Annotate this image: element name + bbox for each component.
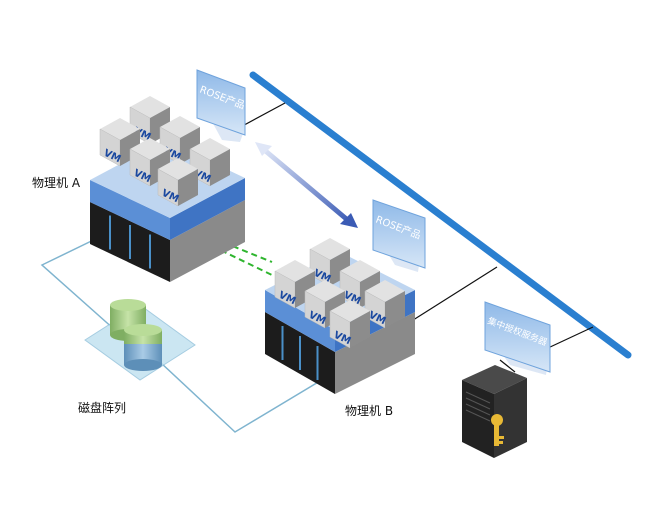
storage-array-icon bbox=[84, 299, 196, 381]
network-bus bbox=[249, 71, 632, 359]
link-rose-b-bus bbox=[409, 266, 498, 323]
vm-cube: VM bbox=[304, 280, 345, 329]
auth-server-tower-icon bbox=[462, 365, 527, 458]
rose-panel-a: ROSE产品 bbox=[196, 69, 247, 142]
storage-label: 磁盘阵列 bbox=[78, 401, 127, 415]
auth-panel: 集中授权服务器 bbox=[484, 301, 551, 375]
rose-panel-b: ROSE产品 bbox=[372, 199, 426, 272]
vm-cube: VM bbox=[157, 158, 198, 207]
vm-cube: VM bbox=[274, 260, 315, 309]
sync-arrow bbox=[255, 142, 358, 228]
link-auth-bus bbox=[547, 326, 594, 349]
storage-link-a bbox=[40, 231, 116, 331]
key-icon bbox=[491, 414, 504, 446]
link-auth-server bbox=[499, 359, 516, 373]
storage-link-b bbox=[159, 361, 326, 433]
server-b-label: 物理机 B bbox=[345, 404, 394, 418]
server-a-label: 物理机 A bbox=[32, 176, 81, 190]
vm-cube: VM bbox=[329, 300, 370, 349]
